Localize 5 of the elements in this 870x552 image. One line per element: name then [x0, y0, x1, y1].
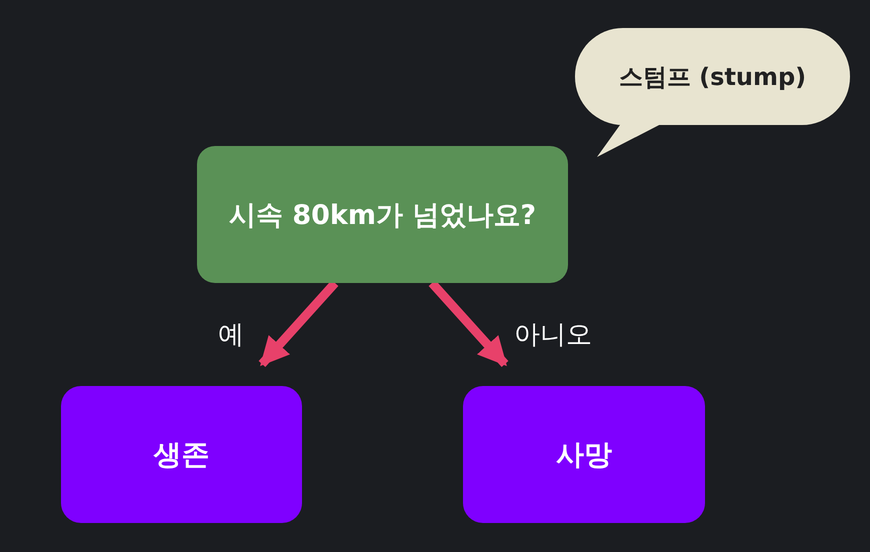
outcome-box: 사망 — [463, 386, 705, 523]
edge-label: 예 — [218, 319, 244, 352]
decision-box: 시속 80km가 넘었나요? — [197, 146, 568, 283]
outcome-box: 생존 — [61, 386, 302, 523]
edge-label: 아니오 — [514, 319, 592, 352]
